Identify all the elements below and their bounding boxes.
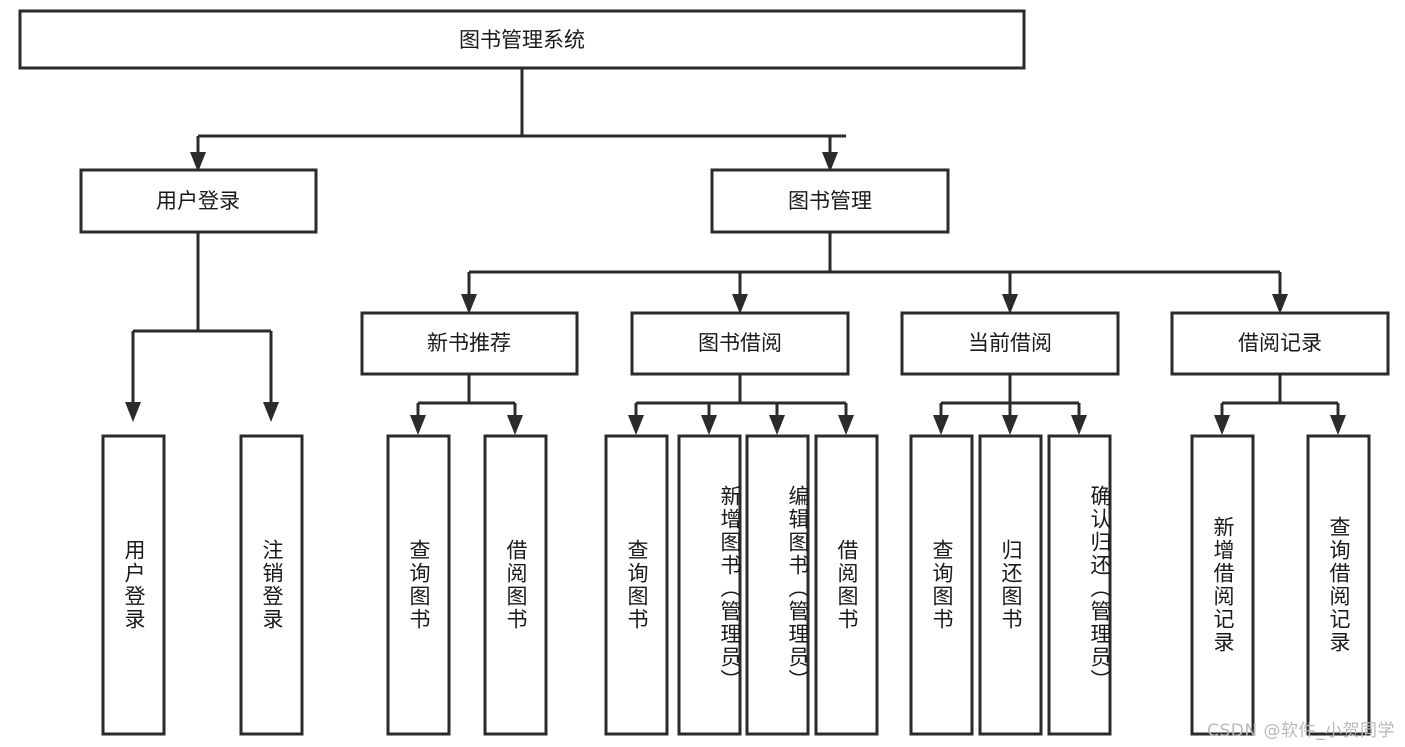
node-user-login[interactable] xyxy=(79,168,318,234)
connector-borrowrecord-to-leaves xyxy=(1214,374,1346,435)
node-current-borrow[interactable] xyxy=(900,311,1120,376)
node-leaf-edit-book[interactable] xyxy=(745,434,810,736)
node-leaf-user-login[interactable] xyxy=(101,434,166,736)
node-leaf-query-book-2[interactable] xyxy=(604,434,669,736)
node-book-manage-label: 图书管理 xyxy=(788,189,872,213)
node-borrow-record-label: 借阅记录 xyxy=(1238,331,1322,355)
connector-userlogin-to-leaves xyxy=(125,232,279,422)
node-book-manage[interactable] xyxy=(710,168,950,234)
connector-bookborrow-to-leaves xyxy=(628,374,854,435)
node-book-borrow[interactable] xyxy=(630,311,850,376)
csdn-watermark: CSDN @软件_小贺同学 xyxy=(1207,721,1395,741)
node-leaf-query-record[interactable] xyxy=(1306,434,1371,736)
node-leaf-user-logout[interactable] xyxy=(239,434,304,736)
connector-newbookrec-to-leaves xyxy=(410,374,523,435)
connector-bookmanage-to-level3 xyxy=(461,232,1288,314)
node-leaf-add-book[interactable] xyxy=(677,434,742,736)
node-leaf-confirm-return[interactable] xyxy=(1047,434,1112,736)
node-leaf-query-book-3[interactable] xyxy=(909,434,974,736)
node-new-book-rec[interactable] xyxy=(360,311,579,376)
node-borrow-record[interactable] xyxy=(1170,311,1390,376)
node-book-borrow-label: 图书借阅 xyxy=(698,331,782,355)
node-leaf-query-book-1[interactable] xyxy=(386,434,451,736)
node-root[interactable] xyxy=(18,9,1026,70)
node-leaf-borrow-book-2[interactable] xyxy=(814,434,879,736)
node-leaf-borrow-book-1[interactable] xyxy=(483,434,548,736)
node-current-borrow-label: 当前借阅 xyxy=(968,331,1052,355)
node-new-book-rec-label: 新书推荐 xyxy=(427,331,511,355)
node-root-label: 图书管理系统 xyxy=(459,28,585,52)
connector-currentborrow-to-leaves xyxy=(933,374,1087,435)
node-leaf-return-book[interactable] xyxy=(978,434,1043,736)
node-user-login-label: 用户登录 xyxy=(156,189,240,213)
connector-root-to-level2 xyxy=(190,68,846,172)
node-leaf-add-record[interactable] xyxy=(1190,434,1255,736)
